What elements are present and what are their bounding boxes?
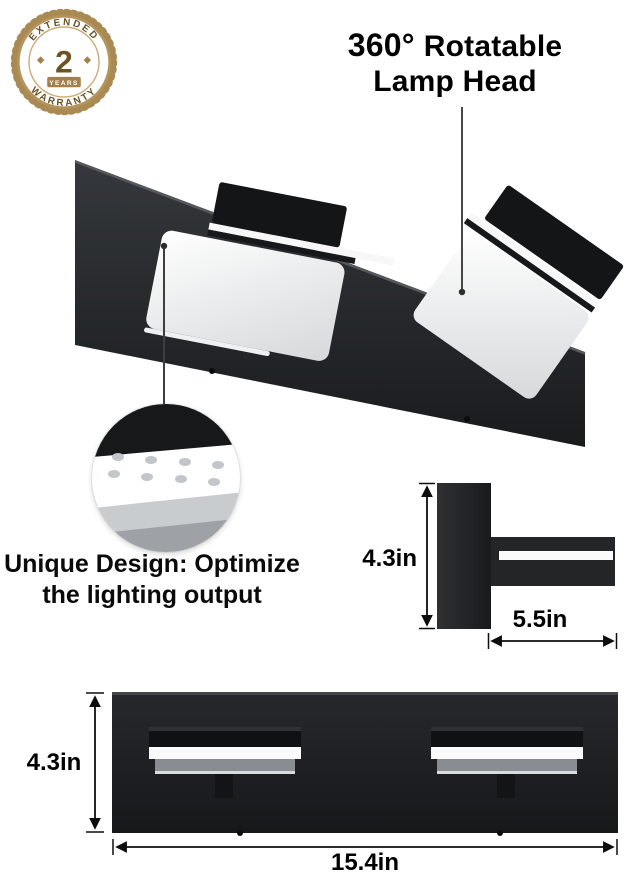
headline: 360°Rotatable Lamp Head [330, 27, 580, 100]
lamp-stem [215, 774, 233, 798]
screw-dot [464, 416, 470, 422]
feature-line2: the lighting output [42, 580, 262, 609]
feature-caption: Unique Design: Optimize the lighting out… [3, 549, 301, 610]
lamp-diffuser-panel [146, 230, 345, 361]
dim-label-front-height: 4.3in [27, 749, 82, 776]
lamp-gap [463, 218, 596, 313]
lamp-light-stripe [149, 747, 301, 759]
vent-hole [175, 475, 187, 483]
lamp-underside [437, 759, 577, 771]
badge-inner-circle [28, 26, 100, 98]
vent-hole [112, 453, 124, 461]
front-lamp-right [431, 727, 583, 798]
vent-hole [141, 473, 153, 481]
lamp-back-plate [485, 185, 624, 300]
pointer-dot [458, 288, 466, 296]
vent-hole [179, 458, 191, 466]
feature-line1: Unique Design: Optimize [4, 550, 300, 578]
vent-hole [208, 478, 220, 486]
right-lamp-head [413, 185, 624, 399]
zoom-detail-circle [92, 404, 240, 552]
headline-degrees: 360° [347, 27, 415, 63]
warranty-badge: EXTENDED WARRANTY 2 YEARS [10, 8, 118, 116]
lamp-underside [155, 759, 295, 771]
lamp-light-stripe [208, 222, 395, 266]
screw-dot [209, 368, 215, 374]
lamp-back-plate [212, 182, 347, 248]
lamp-top-face [149, 727, 301, 731]
lamp-top-slab [149, 727, 301, 747]
side-view-diagram: 4.3in 5.5in [362, 482, 618, 649]
vent-hole [212, 461, 224, 469]
vent-hole [145, 456, 157, 464]
dim-label-side-height: 4.3in [362, 545, 417, 572]
headline-line1: 360°Rotatable [330, 27, 580, 64]
lamp-diffuser-panel [413, 233, 589, 399]
lamp-light-stripe [431, 747, 583, 759]
front-lamp-left [149, 727, 301, 798]
lamp-under-line [155, 771, 295, 774]
lamp-top-face [431, 727, 583, 731]
detail-dark-edge [92, 404, 240, 459]
front-view-diagram: 4.3in 15.4in [27, 692, 618, 876]
dim-label-side-depth: 5.5in [513, 606, 568, 633]
badge-ribbon [47, 76, 81, 88]
lamp-top-slab [431, 727, 583, 747]
leader-dot [160, 242, 168, 250]
badge-years-label: YEARS [49, 80, 78, 87]
dim-label-front-width: 15.4in [331, 849, 399, 876]
lamp-stem [497, 774, 515, 798]
headline-word: Rotatable [423, 30, 563, 63]
lamp-under-line [437, 771, 577, 774]
badge-scallop-ring [10, 8, 118, 116]
badge-ornament-right [83, 56, 92, 64]
product-photo [74, 107, 624, 447]
badge-ornament-left [36, 56, 45, 64]
screw-dot [237, 830, 243, 836]
badge-number: 2 [55, 43, 73, 79]
vent-hole [108, 470, 120, 478]
screw-dot [497, 830, 503, 836]
lamp-light-stripe [467, 212, 600, 308]
badge-outer-circle [16, 14, 112, 110]
lamp-under-stripe [144, 327, 270, 357]
side-lamp-stripe [499, 551, 613, 560]
left-lamp-head [144, 182, 395, 361]
lamp-gap [207, 229, 356, 265]
headline-line2: Lamp Head [373, 65, 537, 99]
side-lamp-arm [491, 537, 615, 586]
front-plate-highlight [112, 692, 618, 695]
side-plate [437, 483, 491, 629]
